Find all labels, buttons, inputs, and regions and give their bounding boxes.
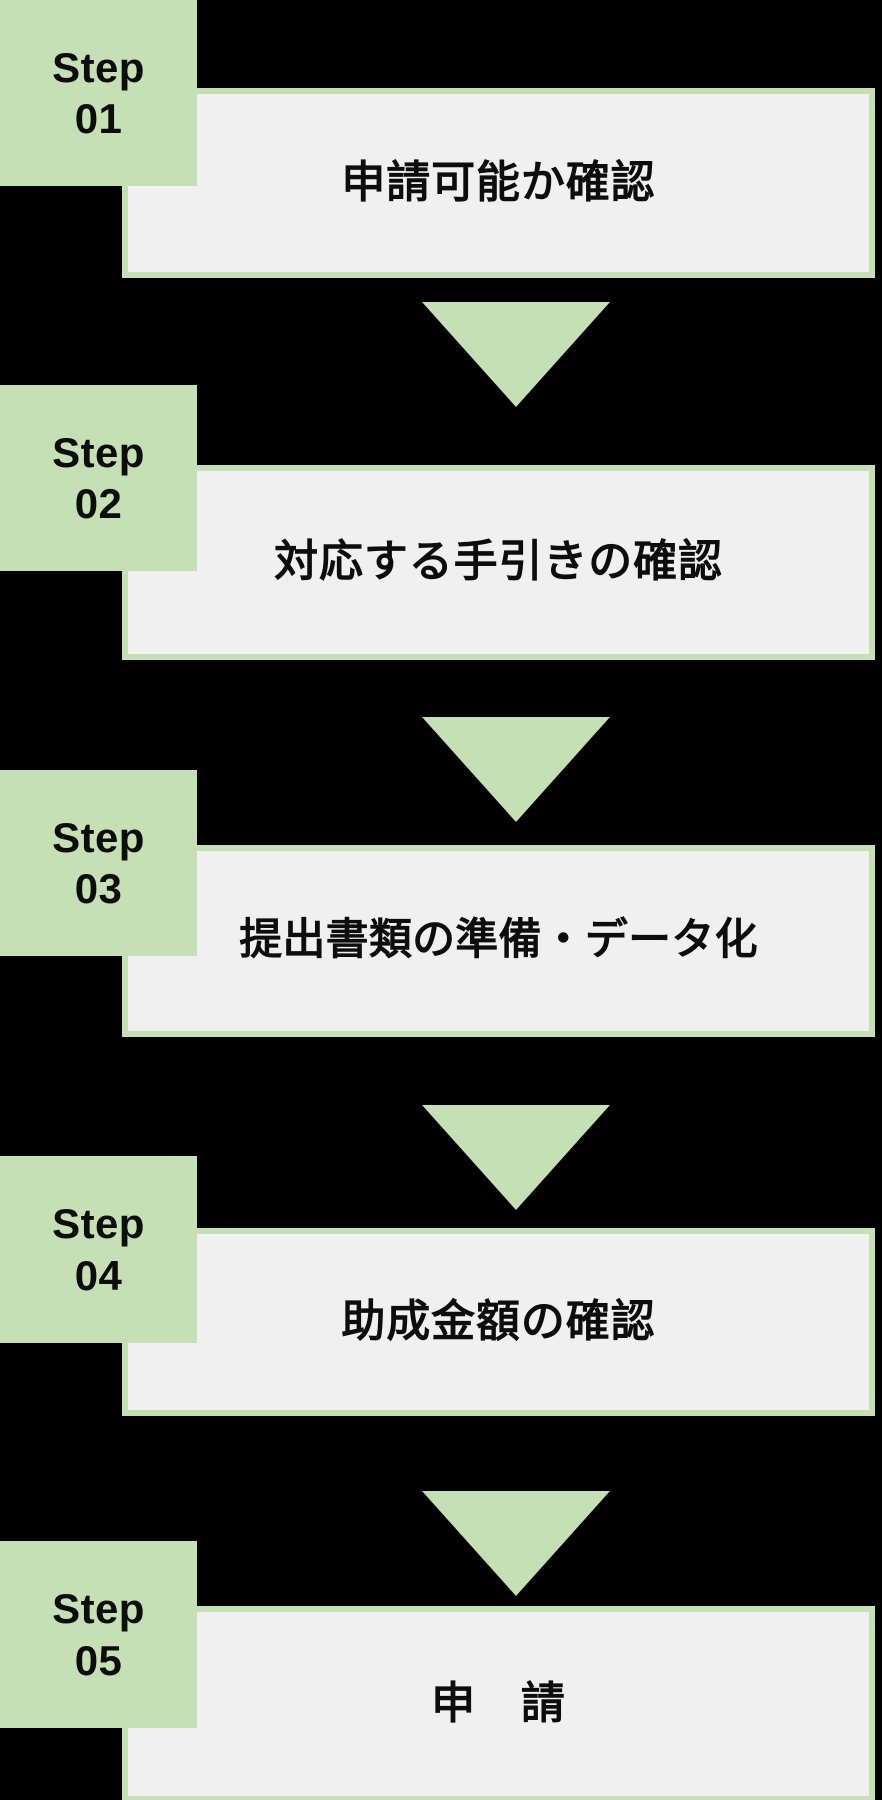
step-badge-number-5: 05: [74, 1636, 123, 1684]
step-card-label-3: 提出書類の準備・データ化: [239, 916, 758, 965]
triangle-down-icon-4: [422, 1491, 610, 1596]
step-badge-word-3: Step: [52, 813, 145, 861]
step-card-3[interactable]: 提出書類の準備・データ化: [122, 845, 875, 1037]
step-badge-3[interactable]: Step 03: [0, 770, 197, 956]
triangle-down-icon-2: [422, 717, 610, 822]
step-badge-number-4: 04: [74, 1251, 123, 1299]
triangle-down-icon-3: [422, 1105, 610, 1210]
step-badge-1[interactable]: Step 01: [0, 0, 197, 186]
step-card-label-2: 対応する手引きの確認: [274, 537, 723, 587]
step-card-label-4: 助成金額の確認: [341, 1296, 656, 1346]
step-card-4[interactable]: 助成金額の確認: [122, 1228, 875, 1416]
step-badge-5[interactable]: Step 05: [0, 1541, 197, 1728]
step-card-2[interactable]: 対応する手引きの確認: [122, 465, 875, 660]
step-badge-number-2: 02: [74, 480, 123, 527]
step-card-label-1: 申請可能か確認: [341, 157, 656, 207]
triangle-down-icon-1: [422, 302, 610, 407]
step-badge-number-3: 03: [74, 865, 123, 912]
step-badge-word-5: Step: [52, 1585, 145, 1633]
step-card-1[interactable]: 申請可能か確認: [122, 88, 875, 278]
step-badge-4[interactable]: Step 04: [0, 1156, 197, 1343]
step-badge-2[interactable]: Step 02: [0, 385, 197, 571]
step-badge-word-1: Step: [52, 43, 145, 91]
step-badge-word-4: Step: [52, 1200, 145, 1248]
step-badge-word-2: Step: [52, 428, 145, 476]
step-badge-number-1: 01: [74, 95, 123, 142]
step-card-label-5: 申 請: [431, 1678, 566, 1728]
step-card-5[interactable]: 申 請: [122, 1606, 875, 1800]
